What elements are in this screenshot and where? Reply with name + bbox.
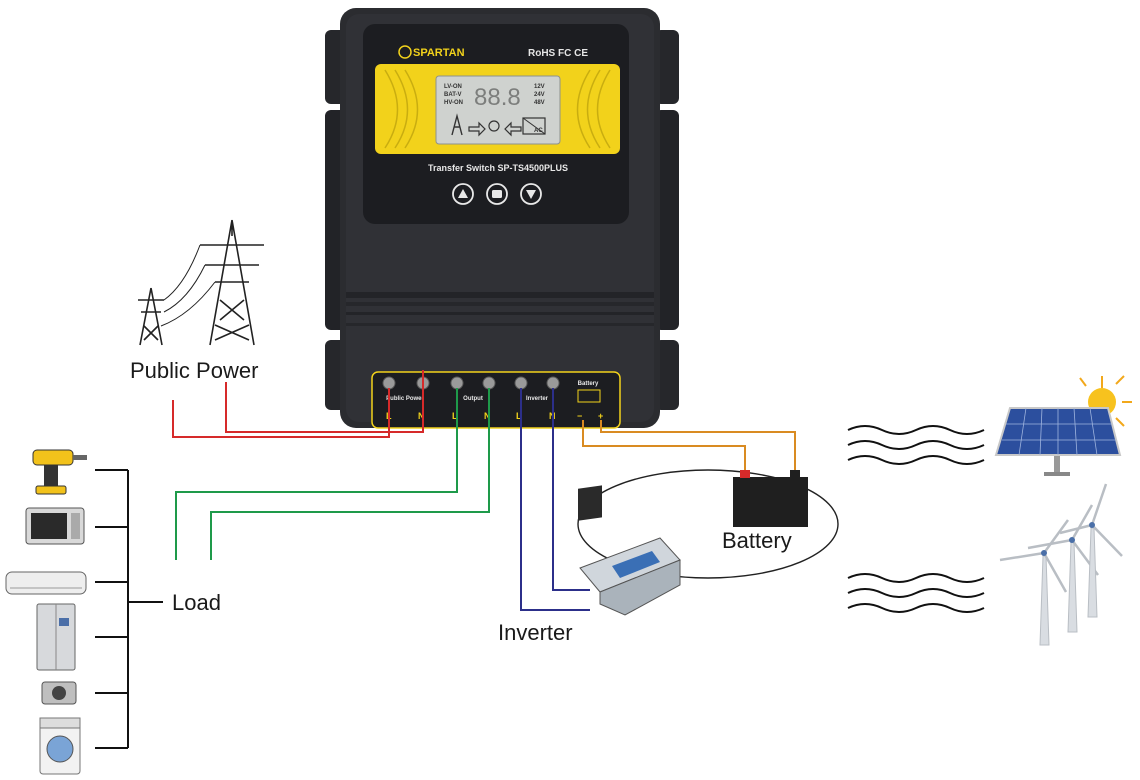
- terminal-mark-public-n: N: [418, 411, 425, 421]
- load-bus-lines: [95, 469, 163, 749]
- lcd-bulb-icon: [488, 120, 500, 132]
- lcd-label-lv: LV-ON: [444, 84, 462, 90]
- terminal-group-inverter: Inverter: [526, 396, 549, 402]
- wires: [172, 370, 839, 611]
- battery-label: Battery: [722, 528, 792, 553]
- screw-inverter-n[interactable]: [546, 376, 560, 390]
- solar-panel-icon: [994, 407, 1122, 476]
- lcd-label-bat: BAT-V: [444, 92, 462, 98]
- screw-public-l[interactable]: [382, 376, 396, 390]
- lcd-arrow-right-icon: [468, 121, 486, 137]
- terminal-battery-icon: [577, 389, 601, 403]
- lcd-label-48v: 48V: [534, 100, 545, 106]
- terminal-mark-inverter-l: L: [516, 411, 522, 421]
- lcd-inverter-icon: [522, 117, 546, 135]
- lcd-label-hv: HV-ON: [444, 100, 463, 106]
- up-arrow-icon: [458, 189, 468, 198]
- terminal-group-output: Output: [463, 396, 483, 402]
- certification-marks: RoHS FC CE: [528, 48, 588, 59]
- lcd-tower-icon: [451, 113, 463, 136]
- lcd-ac-label: AC: [534, 128, 543, 134]
- terminal-group-battery: Battery: [578, 381, 599, 387]
- transfer-switch-unit: SPARTAN RoHS FC CE LV-ON BAT-V HV-ON 88.…: [325, 8, 679, 429]
- refrigerator-icon: [36, 603, 76, 671]
- drill-icon: [32, 449, 87, 495]
- menu-button[interactable]: [486, 183, 508, 205]
- inverter-icon: [578, 485, 681, 616]
- output-wires: [175, 388, 490, 560]
- model-label: Transfer Switch SP-TS4500PLUS: [428, 163, 568, 173]
- terminal-strip: Public Power Output Inverter Battery L N…: [371, 371, 621, 429]
- brand-logo-icon: [398, 45, 412, 59]
- public-power-label: Public Power: [130, 358, 258, 383]
- terminal-group-public-power: Public Power: [386, 396, 424, 402]
- terminal-mark-output-n: N: [484, 411, 491, 421]
- screw-output-n[interactable]: [482, 376, 496, 390]
- lcd-label-24v: 24V: [534, 92, 545, 98]
- terminal-mark-battery-neg: −: [577, 411, 582, 421]
- microwave-icon: [25, 507, 85, 545]
- wave-lines-upper: [847, 425, 985, 465]
- inverter-label: Inverter: [498, 620, 573, 645]
- air-conditioner-icon: [5, 571, 87, 595]
- washing-machine-icon: [39, 717, 81, 775]
- load-label: Load: [172, 590, 221, 615]
- camera-icon: [41, 681, 77, 705]
- down-arrow-icon: [526, 190, 536, 199]
- lcd-arrow-left-icon: [504, 121, 522, 137]
- transmission-tower-icon: [138, 219, 264, 346]
- up-button[interactable]: [452, 183, 474, 205]
- lcd-label-12v: 12V: [534, 84, 545, 90]
- inverter-wires: [520, 388, 590, 611]
- screw-inverter-l[interactable]: [514, 376, 528, 390]
- wind-turbine-icon: [999, 483, 1123, 646]
- public-power-wires: [172, 370, 424, 438]
- lcd-digits: 88.8: [474, 84, 521, 111]
- battery-icon: [733, 470, 808, 527]
- brand-name: SPARTAN: [413, 47, 465, 59]
- lcd-display: LV-ON BAT-V HV-ON 88.8 12V 24V 48V AC: [435, 75, 561, 145]
- down-button[interactable]: [520, 183, 542, 205]
- terminal-mark-battery-pos: +: [598, 411, 603, 421]
- menu-square-icon: [492, 190, 502, 198]
- battery-inverter-loop: [577, 469, 839, 579]
- terminal-mark-output-l: L: [452, 411, 458, 421]
- battery-wires: [582, 420, 796, 476]
- wave-lines-lower: [847, 573, 985, 613]
- screw-output-l[interactable]: [450, 376, 464, 390]
